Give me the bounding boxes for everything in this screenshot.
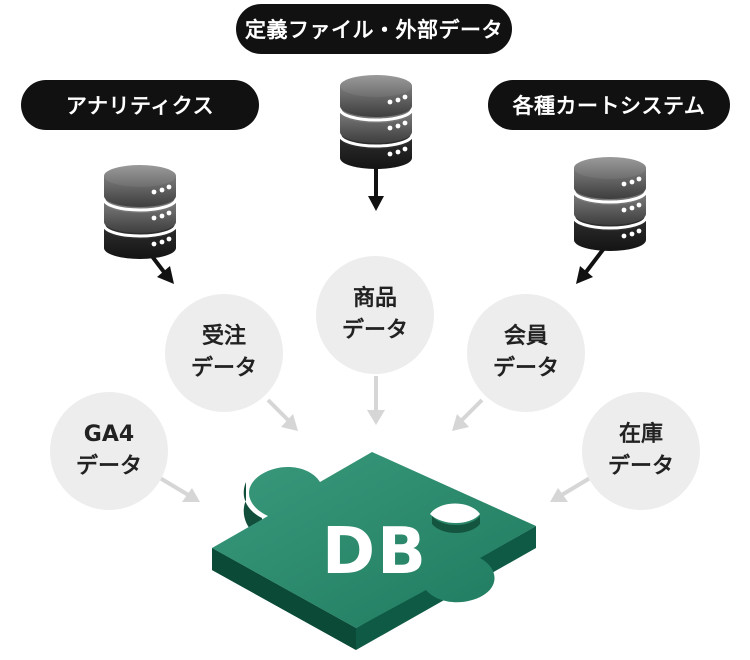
puzzle-piece-icon [212, 452, 536, 650]
bubble-inventory-line1: 在庫 [618, 422, 663, 448]
database-icon [338, 73, 414, 171]
source-label-cart-text: 各種カートシステム [512, 94, 706, 118]
bubble-member-line2: データ [492, 356, 559, 381]
source-label-cart: 各種カートシステム [488, 80, 730, 130]
arrow-product [367, 376, 385, 425]
bubble-product: 商品 データ [316, 256, 434, 374]
bubble-order: 受注 データ [165, 294, 283, 412]
source-label-definition: 定義ファイル・外部データ [236, 4, 512, 54]
arrow-inventory [550, 476, 592, 502]
bubble-inventory: 在庫 データ [582, 392, 700, 510]
bubble-member: 会員 データ [467, 294, 585, 412]
bubble-inventory-line2: データ [607, 454, 674, 479]
bubble-order-line2: データ [190, 356, 257, 381]
bubble-member-line1: 会員 [503, 324, 548, 350]
source-label-analytics: アナリティクス [21, 80, 259, 130]
arrow-order [266, 398, 298, 431]
bubble-arrows [158, 376, 592, 502]
database-icon [102, 163, 178, 261]
bubble-ga4-line2: データ [75, 454, 142, 479]
source-arrows [143, 168, 607, 284]
db-label: DB [322, 515, 428, 589]
bubble-product-line2: データ [341, 318, 408, 343]
arrow-cart [581, 245, 607, 278]
bubble-ga4-line1: GA4 [83, 422, 135, 448]
arrow-ga4 [158, 476, 200, 502]
arrow-member [452, 398, 484, 431]
bubble-order-line1: 受注 [201, 324, 246, 350]
source-label-analytics-text: アナリティクス [65, 94, 215, 118]
database-icon [572, 155, 648, 253]
source-label-definition-text: 定義ファイル・外部データ [245, 18, 503, 42]
bubble-product-line1: 商品 [352, 286, 397, 312]
bubble-ga4: GA4 データ [50, 392, 168, 510]
